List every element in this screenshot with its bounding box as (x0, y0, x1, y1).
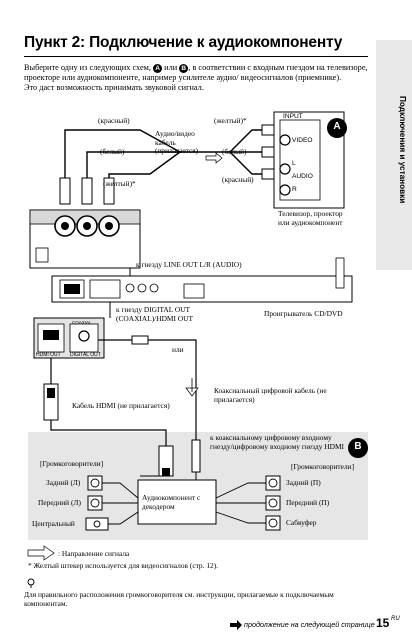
intro-text: Выберите одну из следующих схем, A или B… (24, 63, 370, 94)
label-yellow-right: (желтый)* (214, 116, 247, 125)
continued-text: продолжение на следующей странице (244, 620, 375, 629)
label-speakers-right: [Громкоговорители] (291, 462, 355, 471)
note-signal: : Направление сигнала (58, 549, 130, 558)
label-coax-cable: Коаксиальный цифровой кабель (не прилага… (214, 386, 327, 404)
label-l: L (292, 160, 296, 167)
label-coaxial: COAXIAL (72, 320, 92, 325)
label-front-left: Передний (Л) (38, 498, 81, 507)
badge-a-letter: A (333, 121, 341, 132)
label-or: или (172, 345, 184, 354)
intro-or: или (162, 63, 180, 72)
label-av-cable: Аудио/видео кабель (прилагается) (155, 129, 199, 155)
label-hdmi-cable: Кабель HDMI (не прилагается) (72, 401, 170, 410)
label-hdmi-out: HDMI OUT (36, 352, 61, 358)
badge-b-letter: B (354, 441, 362, 452)
label-red-right: (красный) (222, 175, 254, 184)
intro-line1: Выберите одну из следующих схем, (24, 63, 154, 72)
label-center: Центральный (32, 519, 75, 528)
label-input: INPUT (283, 113, 303, 120)
badge-a (327, 118, 347, 138)
label-line-out: к гнезду LINE OUT L/R (AUDIO) (136, 260, 242, 269)
plug-red-left (59, 177, 71, 205)
label-speakers-left: [Громкоговорители] (40, 459, 104, 468)
label-digital: DIGITAL OUT (70, 352, 101, 358)
intro-line2: Это даст возможность принимать звуковой … (24, 83, 204, 93)
label-subwoofer: Сабвуфер (286, 518, 317, 527)
intro-badge-b: B (179, 64, 189, 73)
label-av-component: Аудиокомпонент с декодером (142, 493, 201, 511)
label-tv: Телевизор, проектор или аудиокомпонент (278, 209, 343, 227)
page-suffix: RU (391, 616, 400, 622)
label-front-right: Передний (П) (286, 498, 330, 507)
side-tab (376, 40, 412, 270)
label-white-right: (белый) (222, 147, 247, 156)
label-player: Проигрыватель CD/DVD (264, 309, 343, 318)
badge-b (348, 438, 368, 458)
page-number: 15 (376, 616, 390, 630)
label-rear-right: Задний (П) (286, 478, 321, 487)
av-component-box (137, 479, 217, 525)
label-rear-left: Задний (Л) (46, 478, 81, 487)
label-yellow-left: (желтый)* (103, 179, 136, 188)
note-hint: Для правильного расположения громкоговор… (24, 590, 334, 608)
side-tab-label: Подключения и установки (398, 96, 407, 204)
plug-white-left (81, 177, 93, 205)
note-yellow: * Желтый штекер используется для видеоси… (28, 561, 219, 570)
label-to-input: к коаксиальному цифровому входному гнезд… (210, 433, 344, 451)
label-digital-out: к гнезду DIGITAL OUT (COAXIAL)/HDMI OUT (116, 305, 193, 323)
title-rule (24, 56, 368, 57)
page-title: Пункт 2: Подключение к аудиокомпоненту (24, 34, 343, 51)
label-white-left: (белый) (100, 147, 125, 156)
label-audio: AUDIO (292, 173, 313, 180)
label-video: VIDEO (292, 137, 313, 144)
intro-line1b: , в соответствии с входным гнездом на те… (24, 63, 368, 83)
label-r: R (292, 186, 297, 193)
label-red-left: (красный) (98, 116, 130, 125)
intro-badge-a: A (153, 64, 163, 73)
